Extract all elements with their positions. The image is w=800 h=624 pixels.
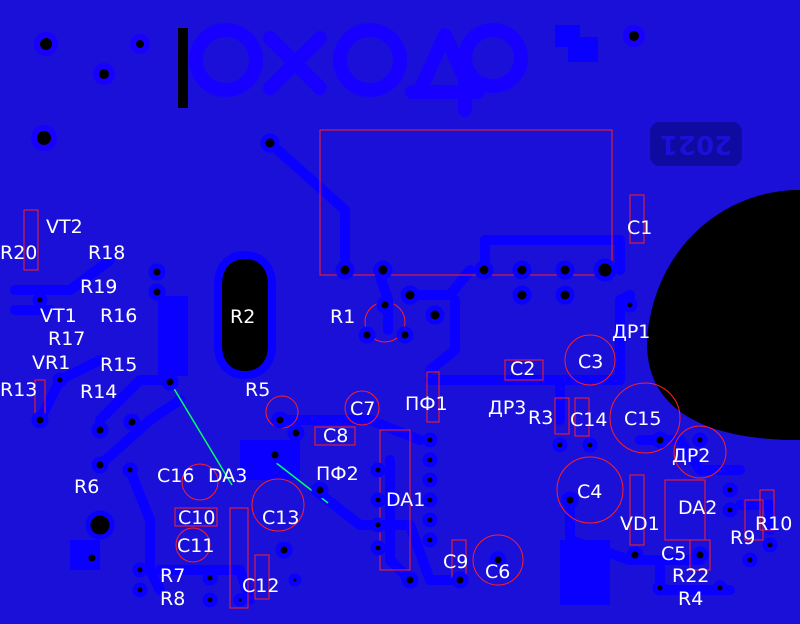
label-r1: R1 <box>330 306 355 328</box>
label-vr1: VR1 <box>32 352 70 374</box>
label-r20: R20 <box>0 242 37 264</box>
label-r14: R14 <box>80 381 117 403</box>
r2-footprint <box>214 250 276 380</box>
label-r6: R6 <box>74 476 99 498</box>
pads <box>31 133 778 608</box>
label-dr1: ДР1 <box>612 321 650 343</box>
label-c13: C13 <box>262 507 299 529</box>
label-da3: DA3 <box>208 465 247 487</box>
label-r15: R15 <box>100 354 137 376</box>
label-r7: R7 <box>160 565 185 587</box>
label-r9: R9 <box>730 527 755 549</box>
label-r13: R13 <box>0 379 37 401</box>
label-c4: C4 <box>577 481 602 503</box>
label-vt2: VT2 <box>46 216 83 238</box>
designator-labels: VT2 R20 R18 R19 VT1 R16 R17 VR1 R15 R13 … <box>0 216 792 610</box>
label-c3: C3 <box>578 351 603 373</box>
mounting-holes <box>31 25 645 151</box>
label-c1: C1 <box>627 217 652 239</box>
label-c7: C7 <box>350 398 375 420</box>
radio-logo <box>178 23 528 117</box>
label-c8: C8 <box>323 425 348 447</box>
label-dr2: ДР2 <box>672 445 710 467</box>
label-r5: R5 <box>245 379 270 401</box>
label-r10: R10 <box>755 513 792 535</box>
label-r2: R2 <box>230 306 255 328</box>
label-c9: C9 <box>443 551 468 573</box>
label-c6: C6 <box>485 561 510 583</box>
label-c12: C12 <box>242 575 279 597</box>
year-text: 2021 <box>660 129 732 159</box>
component-outlines <box>23 129 775 609</box>
label-c16: C16 <box>157 465 194 487</box>
label-pf2: ПФ2 <box>316 463 359 485</box>
label-r17: R17 <box>48 328 85 350</box>
label-c10: C10 <box>178 507 215 529</box>
label-r8: R8 <box>160 588 185 610</box>
year-marking: 2021 <box>650 122 742 166</box>
label-c11: C11 <box>177 535 214 557</box>
board-cutout <box>647 190 800 440</box>
label-da2: DA2 <box>678 497 717 519</box>
label-r19: R19 <box>80 276 117 298</box>
label-r22: R22 <box>672 565 709 587</box>
label-c15: C15 <box>624 408 661 430</box>
label-r18: R18 <box>88 242 125 264</box>
label-r3: R3 <box>528 407 553 429</box>
label-dr3: ДР3 <box>488 397 526 419</box>
label-r4: R4 <box>678 588 703 610</box>
label-c14: C14 <box>570 409 607 431</box>
label-c2: C2 <box>510 358 535 380</box>
label-vd1: VD1 <box>620 513 660 535</box>
label-vt1: VT1 <box>40 305 77 327</box>
label-r16: R16 <box>100 305 137 327</box>
label-da1: DA1 <box>386 489 425 511</box>
label-pf1: ПФ1 <box>405 393 448 415</box>
label-c5: C5 <box>661 543 686 565</box>
